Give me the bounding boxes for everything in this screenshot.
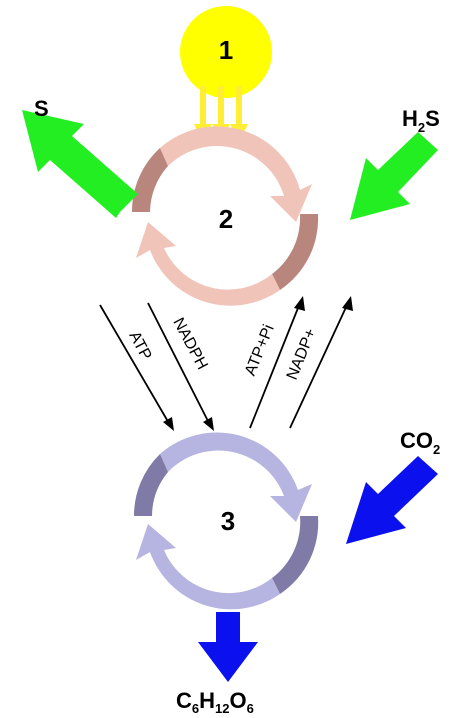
lower-cycle: 3: [133, 432, 319, 610]
upper-cycle-arc-top-right: [160, 126, 312, 222]
h2s-in-label: H2S: [402, 106, 440, 135]
sulfur-out-group: S: [22, 96, 138, 218]
lower-cycle-arc-top-right: [160, 432, 312, 522]
lower-cycle-arc-top-left: [133, 454, 168, 516]
h2s-in-group: H2S: [350, 106, 440, 220]
glucose-out-group: C6H12O6: [176, 612, 258, 716]
co2-in-arrow-icon: [346, 456, 438, 544]
upper-cycle-arc-top-left: [131, 148, 168, 212]
lower-cycle-label: 3: [221, 506, 235, 536]
co2-in-group: CO2: [346, 428, 440, 544]
co2-in-label: CO2: [400, 428, 440, 457]
atp-label: ATP: [125, 329, 154, 363]
adp-arrow-line: [249, 302, 301, 429]
nadph-arrow-line: [147, 302, 211, 426]
upper-cycle: 2: [131, 126, 319, 306]
nadph-arrow-head-icon: [203, 417, 214, 431]
atp-arrow-line: [99, 304, 171, 426]
sun-icon: [180, 6, 272, 98]
lower-cycle-arc-bottom-left: [136, 524, 280, 610]
upper-cycle-arc-bottom-right: [272, 214, 319, 290]
sun-label: 1: [219, 35, 233, 65]
lower-cycle-arc-bottom-right: [272, 516, 319, 594]
glucose-label: C6H12O6: [176, 688, 254, 716]
adp-arrow-head-icon: [294, 296, 305, 311]
upper-cycle-label: 2: [219, 204, 233, 234]
upper-cycle-arc-bottom-left: [136, 222, 280, 306]
sulfur-out-label: S: [34, 96, 49, 121]
sun-group: 1: [180, 6, 272, 142]
atp-arrow-head-icon: [163, 417, 174, 431]
nadp-arrow-head-icon: [342, 296, 353, 311]
glucose-out-arrow-icon: [198, 612, 258, 682]
sulfur-out-arrow-icon: [22, 110, 138, 218]
transfer-arrows: [99, 296, 353, 431]
nadp-arrow-line: [289, 302, 349, 429]
h2s-in-arrow-icon: [350, 132, 438, 220]
nadph-label: NADPH: [169, 315, 210, 372]
